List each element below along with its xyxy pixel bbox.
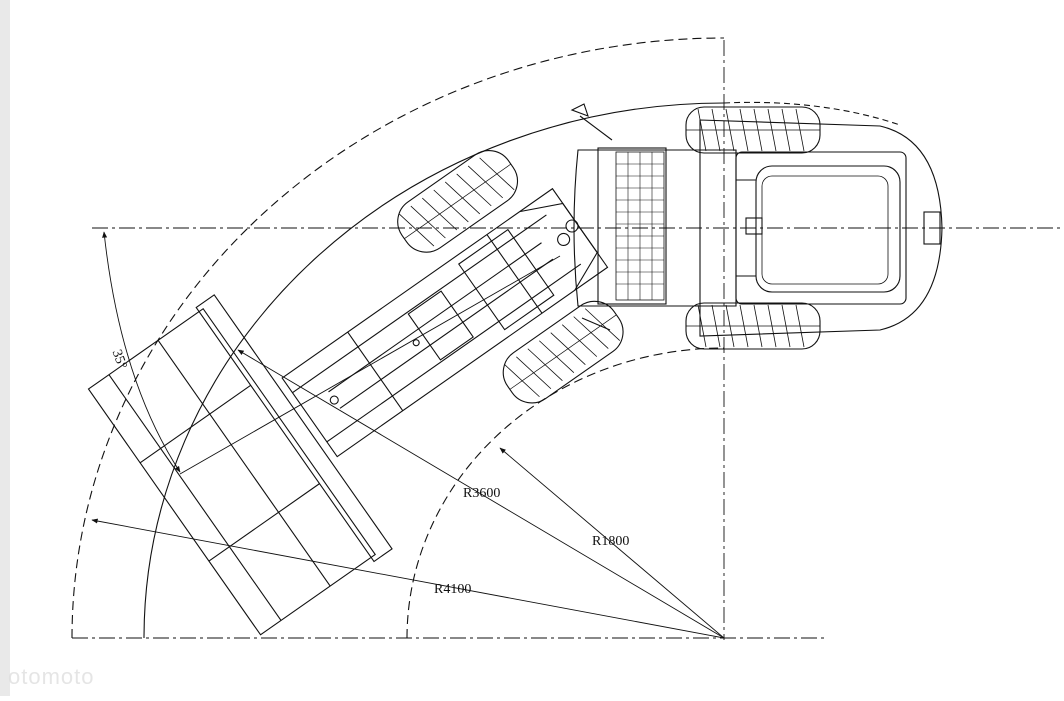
arc-r1800 bbox=[406, 347, 725, 639]
front-assembly bbox=[87, 150, 624, 636]
radius-line-r4100 bbox=[91, 518, 725, 639]
hood-grille bbox=[616, 152, 664, 300]
arc-r4100 bbox=[71, 37, 725, 639]
engine-hood bbox=[573, 147, 737, 307]
front-wheel-right bbox=[502, 300, 624, 404]
mirror-right bbox=[581, 317, 611, 331]
watermark-logo: otomoto bbox=[8, 664, 95, 689]
mirror-left bbox=[570, 103, 613, 141]
rear-assembly bbox=[565, 103, 943, 350]
label-r1800: R1800 bbox=[592, 534, 629, 549]
arc-r3600-extension bbox=[723, 101, 901, 126]
rear-body bbox=[699, 119, 943, 337]
dimension-labels: 35° R4100 R3600 R1800 bbox=[109, 348, 630, 597]
radius-lines bbox=[91, 349, 725, 639]
center-lines bbox=[72, 40, 1064, 640]
arc-r3600 bbox=[143, 102, 725, 639]
front-frame-axis bbox=[179, 255, 561, 475]
rear-wheel-bottom bbox=[685, 302, 821, 350]
radius-line-r1800 bbox=[499, 447, 725, 639]
front-frame bbox=[281, 187, 609, 458]
label-r3600: R3600 bbox=[463, 486, 500, 501]
turning-arcs bbox=[71, 37, 901, 639]
articulation-pivot bbox=[565, 219, 579, 233]
angle-arc bbox=[102, 231, 181, 473]
radius-line-r3600 bbox=[237, 349, 725, 639]
angle-dimension bbox=[102, 231, 561, 475]
rear-wheel-top bbox=[685, 106, 821, 154]
label-angle: 35° bbox=[109, 348, 130, 372]
rear-light bbox=[923, 211, 941, 245]
front-wheel-left bbox=[397, 150, 519, 253]
label-r4100: R4100 bbox=[434, 582, 471, 597]
left-border-strip bbox=[0, 0, 10, 696]
bucket bbox=[87, 294, 393, 636]
